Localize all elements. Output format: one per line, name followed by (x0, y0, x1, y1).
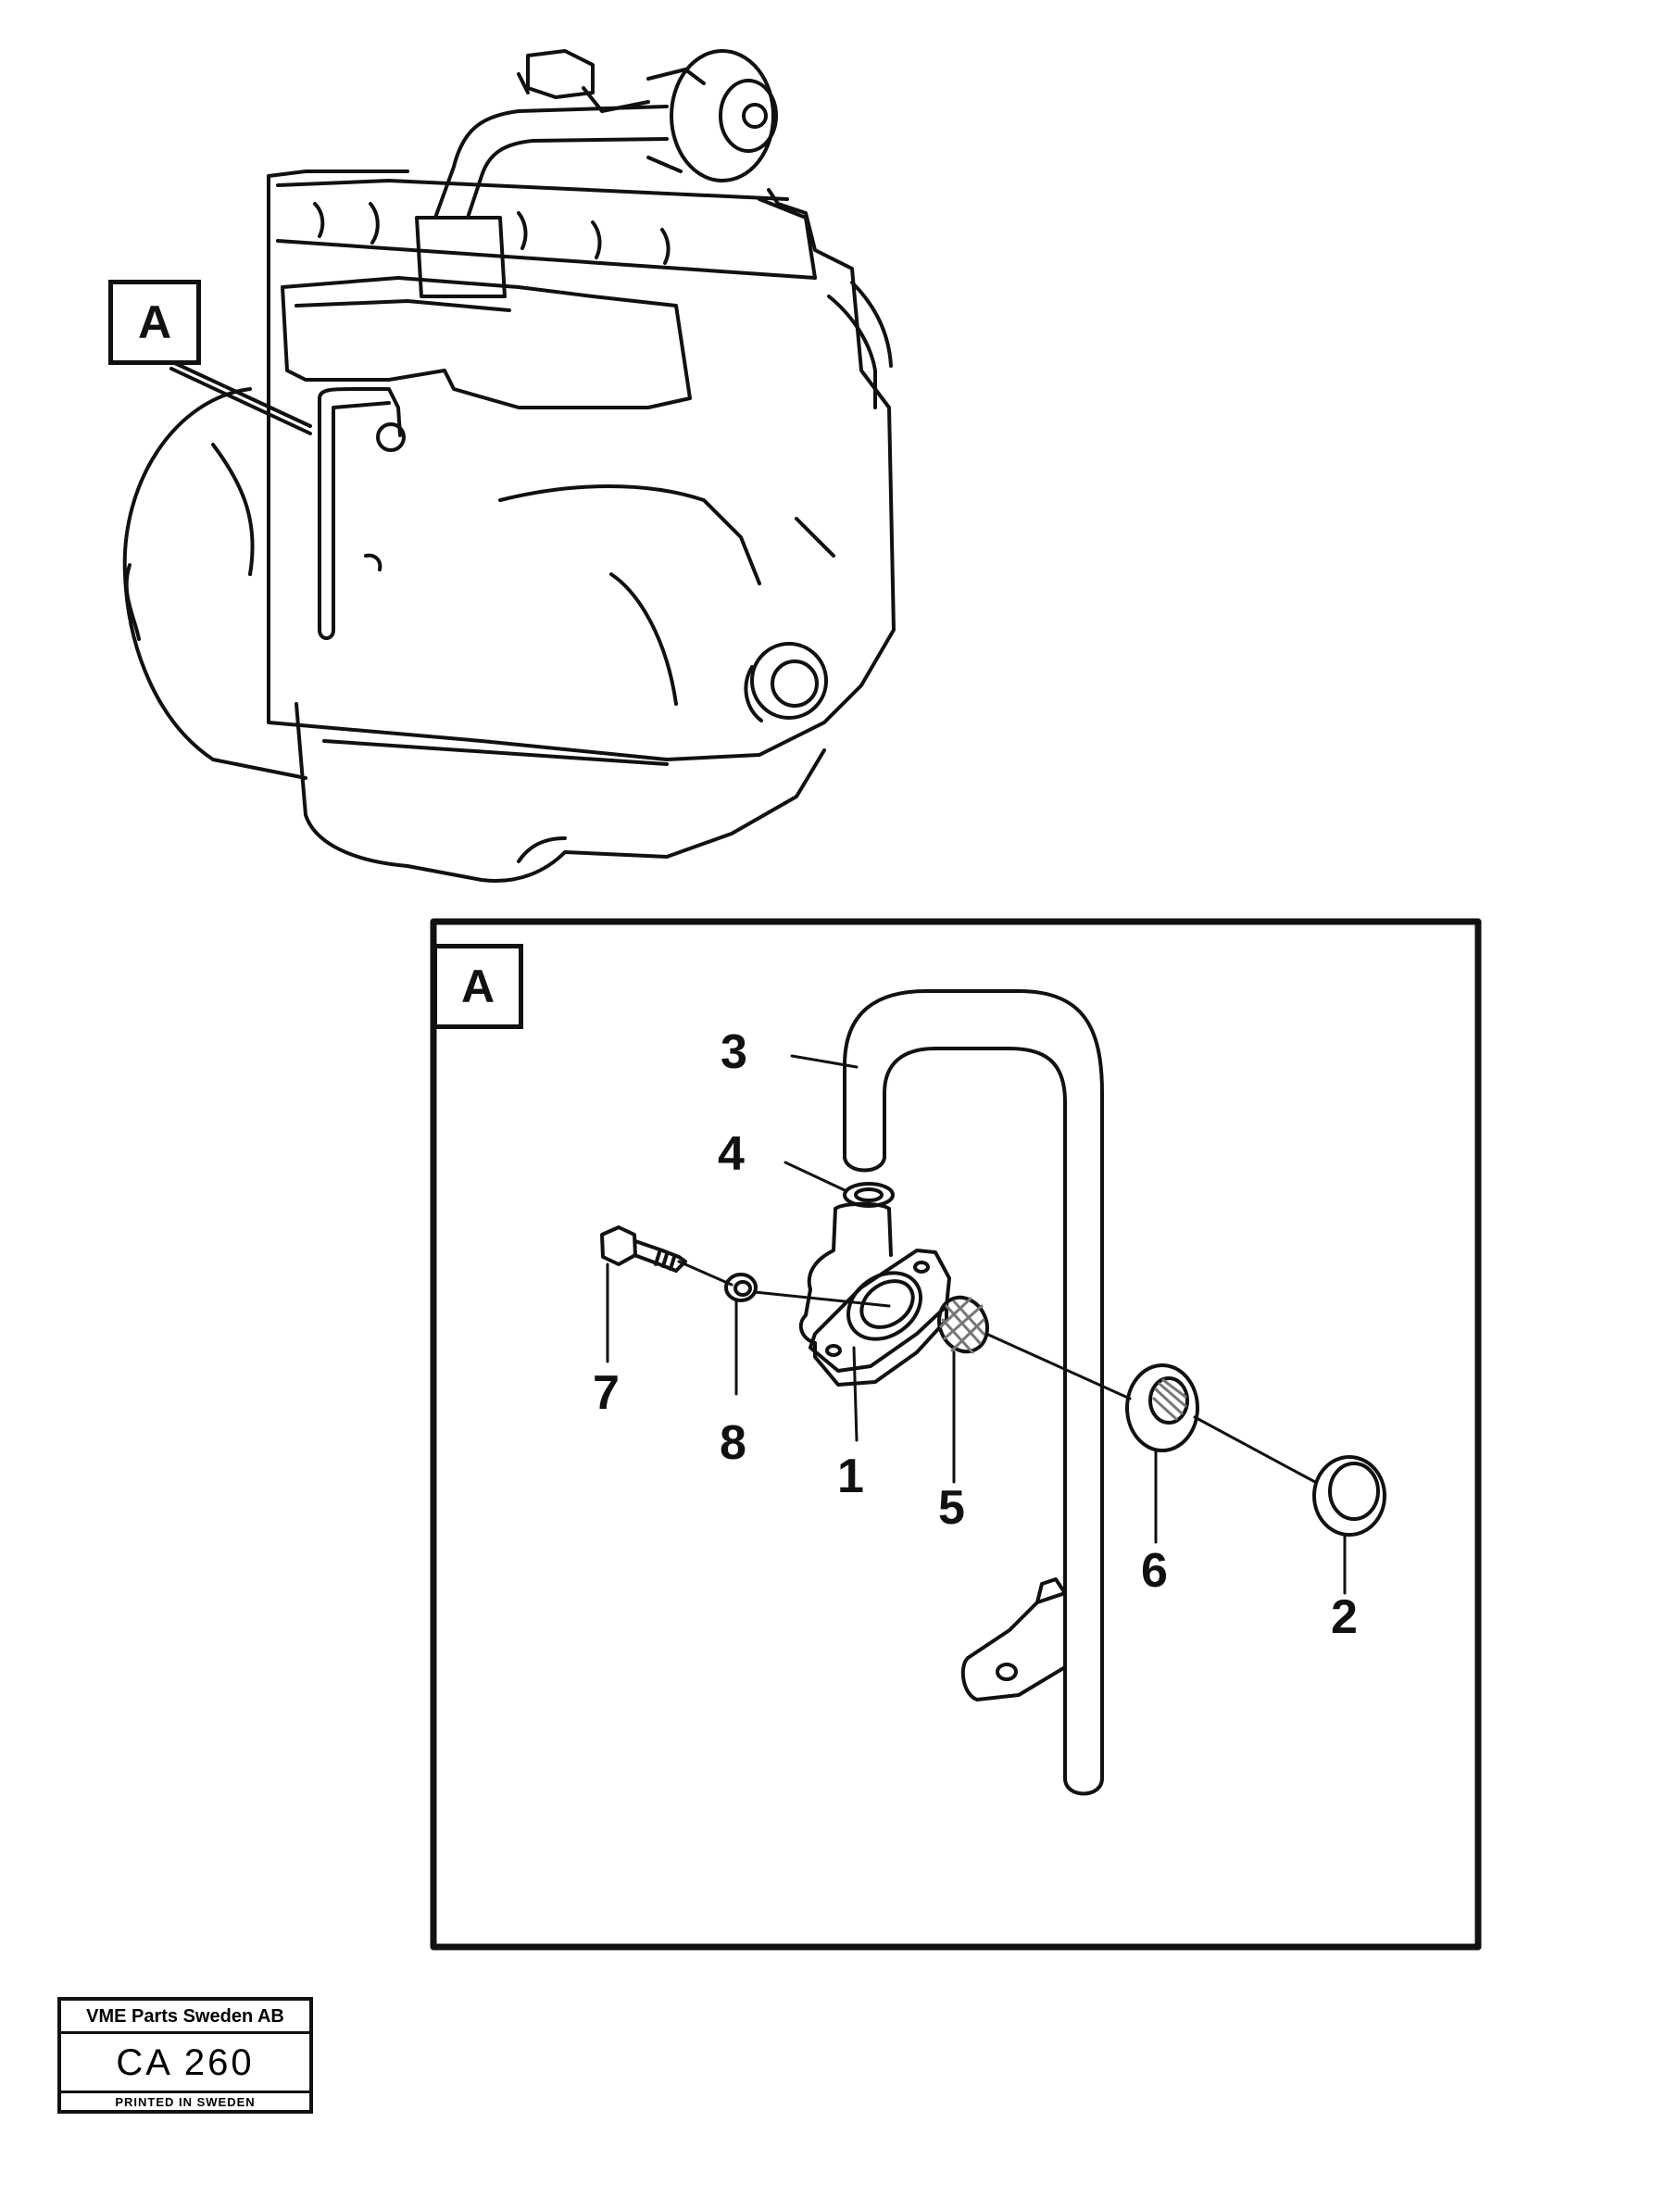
overview-pointer (165, 358, 312, 435)
strainer (937, 1295, 989, 1354)
callout-1: 1 (837, 1450, 864, 1503)
company-name: VME Parts Sweden AB (61, 2001, 309, 2034)
washer (724, 1273, 758, 1302)
drawing-code: CA 260 (61, 2034, 309, 2093)
assembly-axis (677, 1260, 1317, 1484)
bolt (600, 1225, 687, 1273)
callout-4: 4 (718, 1127, 745, 1181)
reference-block: VME Parts Sweden AB CA 260 PRINTED IN SW… (57, 1997, 313, 2114)
callout-5: 5 (938, 1481, 965, 1535)
detail-frame (430, 918, 1482, 1951)
o-ring (843, 1182, 895, 1208)
overview-detail-tag: A (108, 280, 201, 365)
callout-2: 2 (1331, 1590, 1358, 1644)
callout-3: 3 (721, 1025, 747, 1079)
callout-7: 7 (593, 1366, 620, 1420)
callout-8: 8 (720, 1416, 746, 1470)
printed-note: PRINTED IN SWEDEN (115, 2095, 256, 2109)
detail-tag: A (433, 944, 523, 1029)
breather-pipe (843, 989, 1104, 1796)
leader-lines (606, 1054, 1347, 1595)
strainer-cup (1125, 1363, 1199, 1452)
connection-housing (798, 1201, 951, 1387)
cover (1312, 1455, 1386, 1537)
engine-illustration (122, 49, 896, 883)
callout-6: 6 (1141, 1544, 1168, 1598)
